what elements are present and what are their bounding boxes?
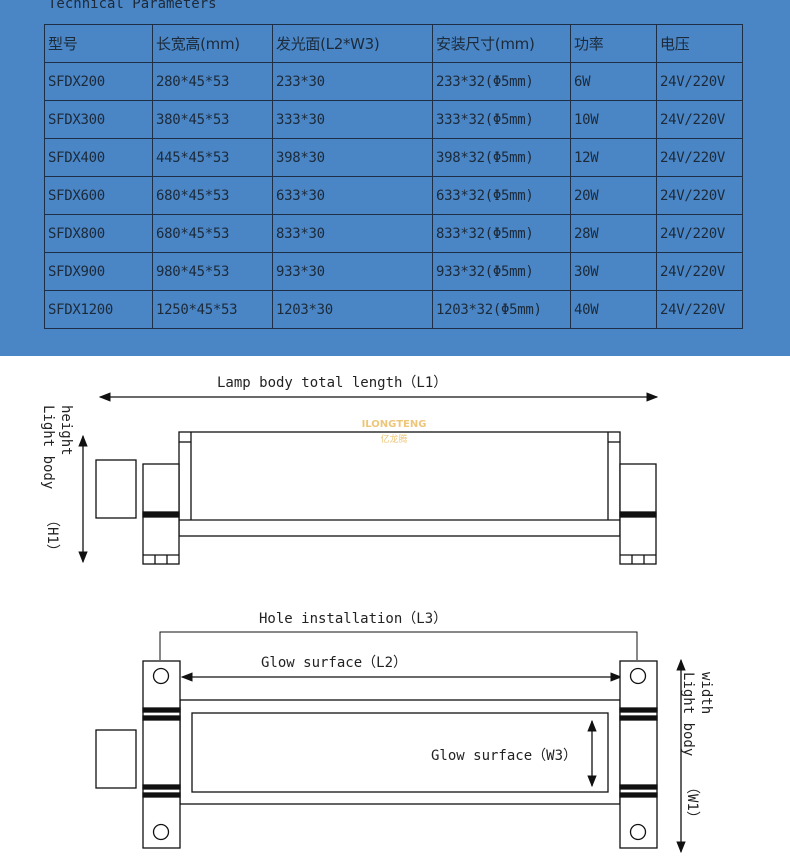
connector-cap-top (95, 729, 137, 789)
dimension-drawing: Lamp body total length（L1） height Light … (40, 375, 714, 854)
table-cell: 24V/220V (656, 138, 743, 177)
table-cell: SFDX400 (44, 138, 153, 177)
table-cell: 28W (570, 214, 657, 253)
watermark-brand: ILONGTENG (362, 419, 427, 430)
table-cell: 680*45*53 (152, 176, 273, 215)
mount-hole (629, 823, 647, 841)
width-label-line1: width (698, 672, 714, 714)
height-label-line2: Light body (40, 405, 56, 489)
table-cell: 24V/220V (656, 62, 743, 101)
table-cell: 833*30 (272, 214, 433, 253)
width-label-line3: （W1） (684, 780, 700, 825)
side-view (78, 392, 659, 565)
top-view (95, 631, 686, 854)
table-cell: 445*45*53 (152, 138, 273, 177)
table-cell: 280*45*53 (152, 62, 273, 101)
table-cell: 30W (570, 252, 657, 291)
glow-surface (191, 712, 609, 793)
table-cell: 40W (570, 290, 657, 329)
connector-cap (95, 459, 137, 519)
table-cell: 12W (570, 138, 657, 177)
width-label: width Light body （W1） (680, 672, 714, 825)
table-cell: SFDX1200 (44, 290, 153, 329)
table-cell: 398*30 (272, 138, 433, 177)
table-cell: 24V/220V (656, 252, 743, 291)
table-header-cell: 安装尺寸(mm) (432, 24, 571, 63)
table-cell: SFDX900 (44, 252, 153, 291)
panel-title: Technical Parameters (48, 0, 217, 12)
table-cell: 233*32(Φ5mm) (432, 62, 571, 101)
table-header-cell: 电压 (656, 24, 743, 63)
table-cell: 833*32(Φ5mm) (432, 214, 571, 253)
table-cell: SFDX600 (44, 176, 153, 215)
table-cell: SFDX200 (44, 62, 153, 101)
mount-plate-right (619, 660, 658, 849)
table-cell: 398*32(Φ5mm) (432, 138, 571, 177)
length-label: Lamp body total length（L1） (217, 375, 447, 391)
height-label-line3: （H1） (44, 513, 60, 558)
mount-plate-left (142, 660, 181, 849)
mount-hole (152, 667, 170, 685)
table-cell: SFDX300 (44, 100, 153, 139)
table-cell: 1203*30 (272, 290, 433, 329)
table-cell: 10W (570, 100, 657, 139)
spec-panel: Technical Parameters 型号长宽高(mm)发光面(L2*W3)… (0, 0, 790, 356)
table-cell: 24V/220V (656, 100, 743, 139)
watermark-brand-cn: 亿龙腾 (380, 433, 407, 445)
table-cell: 20W (570, 176, 657, 215)
table-header-cell: 发光面(L2*W3) (272, 24, 433, 63)
table-header-cell: 功率 (570, 24, 657, 63)
table-cell: SFDX800 (44, 214, 153, 253)
table-cell: 24V/220V (656, 176, 743, 215)
table-header-cell: 长宽高(mm) (152, 24, 273, 63)
table-cell: 1203*32(Φ5mm) (432, 290, 571, 329)
table-cell: 933*30 (272, 252, 433, 291)
glow-width-label: Glow surface（W3） (431, 748, 577, 764)
table-cell: 233*30 (272, 62, 433, 101)
table-header-row: 型号长宽高(mm)发光面(L2*W3)安装尺寸(mm)功率电压 (44, 24, 743, 63)
table-cell: 633*32(Φ5mm) (432, 176, 571, 215)
table-cell: 24V/220V (656, 214, 743, 253)
table-cell: 6W (570, 62, 657, 101)
table-cell: 933*32(Φ5mm) (432, 252, 571, 291)
table-cell: 24V/220V (656, 290, 743, 329)
hole-dimension-line (159, 631, 638, 660)
table-cell: 333*30 (272, 100, 433, 139)
table-cell: 1250*45*53 (152, 290, 273, 329)
table-cell: 680*45*53 (152, 214, 273, 253)
width-label-line2: Light body (680, 672, 696, 756)
hole-label: Hole installation（L3） (259, 611, 447, 627)
glow-length-label: Glow surface（L2） (261, 655, 407, 671)
mount-hole (152, 823, 170, 841)
table-cell: 980*45*53 (152, 252, 273, 291)
height-label-line1: height (58, 405, 74, 456)
table-cell: 333*32(Φ5mm) (432, 100, 571, 139)
table-header-cell: 型号 (44, 24, 153, 63)
table-cell: 380*45*53 (152, 100, 273, 139)
table-cell: 633*30 (272, 176, 433, 215)
mount-hole (629, 667, 647, 685)
height-label: height Light body （H1） (40, 405, 74, 558)
